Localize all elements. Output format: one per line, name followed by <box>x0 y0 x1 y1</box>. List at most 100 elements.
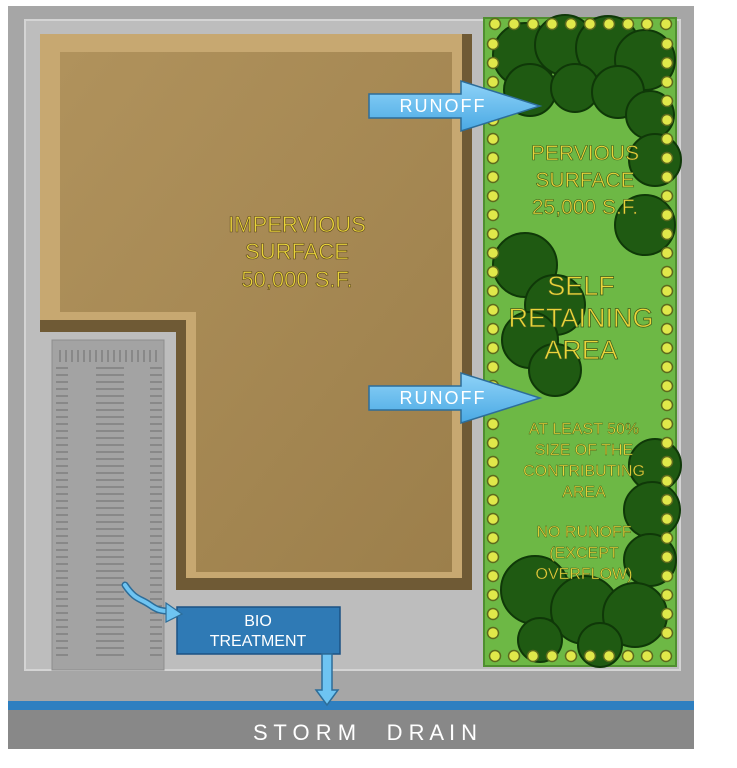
plant-dot <box>660 588 674 602</box>
plant-dot <box>602 17 616 31</box>
runoff-bottom-label: RUNOFF <box>400 388 487 408</box>
size-note-line-2: SIZE OF THE <box>535 442 633 459</box>
plant-dot <box>486 455 500 469</box>
plant-dot <box>486 132 500 146</box>
storm-drain-label: S T O R M D R A I N <box>253 720 477 745</box>
plant-dot <box>486 607 500 621</box>
plant-dot <box>660 246 674 260</box>
plant-dot <box>486 170 500 184</box>
self-retaining-line-2: RETAINING <box>508 303 653 333</box>
plant-dot <box>486 436 500 450</box>
plant-dot <box>545 17 559 31</box>
plant-dot <box>564 649 578 663</box>
plant-dot <box>583 649 597 663</box>
impervious-line-1: IMPERVIOUS <box>228 212 366 237</box>
bio-treatment-line-2: TREATMENT <box>210 633 307 650</box>
pervious-line-1: PERVIOUS <box>531 142 639 165</box>
plant-dot <box>660 170 674 184</box>
plant-dot <box>486 208 500 222</box>
plant-dot <box>660 75 674 89</box>
plant-dot <box>486 474 500 488</box>
parking-flow-arrow <box>121 581 184 623</box>
plant-dot <box>621 17 635 31</box>
no-runoff-label: NO RUNOFF (EXCEPT OVERFLOW) <box>535 524 633 583</box>
plant-dot <box>488 649 502 663</box>
plant-dot <box>640 17 654 31</box>
plant-dot <box>660 284 674 298</box>
impervious-label: IMPERVIOUS SURFACE 50,000 S.F. <box>228 212 366 293</box>
bio-treatment-box <box>176 606 341 655</box>
pervious-line-2: SURFACE <box>535 169 634 192</box>
plant-dot <box>660 436 674 450</box>
storm-drain <box>8 701 694 749</box>
plant-dot <box>486 531 500 545</box>
plant-dot <box>660 56 674 70</box>
no-runoff-line-3: OVERFLOW) <box>536 566 633 583</box>
plant-dot <box>486 341 500 355</box>
plant-dot <box>486 322 500 336</box>
plant-dot <box>486 246 500 260</box>
perimeter-plants <box>486 17 674 663</box>
plant-dot <box>564 17 578 31</box>
plant-dot <box>486 189 500 203</box>
runoff-top-label: RUNOFF <box>400 96 487 116</box>
plant-dot <box>660 607 674 621</box>
plant-dot <box>660 341 674 355</box>
plant-dot <box>486 56 500 70</box>
plant-dot <box>660 398 674 412</box>
plant-dot <box>659 17 673 31</box>
plant-dot <box>660 208 674 222</box>
plant-dot <box>486 265 500 279</box>
plant-dot <box>486 588 500 602</box>
self-retaining-line-3: AREA <box>544 335 618 365</box>
plant-dot <box>660 512 674 526</box>
plant-dot <box>660 455 674 469</box>
plant-dot <box>660 189 674 203</box>
plant-dot <box>660 493 674 507</box>
plant-dot <box>660 360 674 374</box>
plant-dot <box>486 75 500 89</box>
plant-dot <box>660 303 674 317</box>
plant-dot <box>660 113 674 127</box>
no-runoff-line-2: (EXCEPT <box>549 545 619 562</box>
self-retaining-label: SELF RETAINING AREA <box>508 271 654 366</box>
plant-dot <box>583 17 597 31</box>
impervious-line-2: SURFACE <box>245 239 349 264</box>
plant-dot <box>660 569 674 583</box>
plant-dot <box>660 322 674 336</box>
plant-dot <box>486 550 500 564</box>
plant-dot <box>660 550 674 564</box>
tree-canopy <box>492 14 682 668</box>
size-note-line-3: CONTRIBUTING <box>523 463 645 480</box>
plant-dot <box>660 417 674 431</box>
size-note-line-4: AREA <box>562 484 606 501</box>
plant-dot <box>486 37 500 51</box>
pervious-label: PERVIOUS SURFACE 25,000 S.F. <box>531 142 640 220</box>
plant-dot <box>660 379 674 393</box>
plant-dot <box>660 151 674 165</box>
pervious-line-3: 25,000 S.F. <box>532 196 638 219</box>
plant-dot <box>486 303 500 317</box>
outflow-arrow <box>314 653 340 707</box>
plant-dot <box>621 649 635 663</box>
plant-dot <box>486 512 500 526</box>
plant-dot <box>486 493 500 507</box>
plant-dot <box>486 360 500 374</box>
plant-dot <box>660 94 674 108</box>
bio-treatment-line-1: BIO <box>244 613 272 630</box>
plant-dot <box>486 626 500 640</box>
self-retaining-line-1: SELF <box>547 271 615 301</box>
plant-dot <box>526 17 540 31</box>
parking-lot <box>51 339 165 671</box>
plant-dot <box>526 649 540 663</box>
plant-dot <box>486 417 500 431</box>
plant-dot <box>486 569 500 583</box>
plant-dot <box>488 17 502 31</box>
plant-dot <box>602 649 616 663</box>
plant-dot <box>660 626 674 640</box>
plant-dot <box>660 227 674 241</box>
plant-dot <box>660 531 674 545</box>
no-runoff-line-1: NO RUNOFF <box>536 524 631 541</box>
plant-dot <box>659 649 673 663</box>
